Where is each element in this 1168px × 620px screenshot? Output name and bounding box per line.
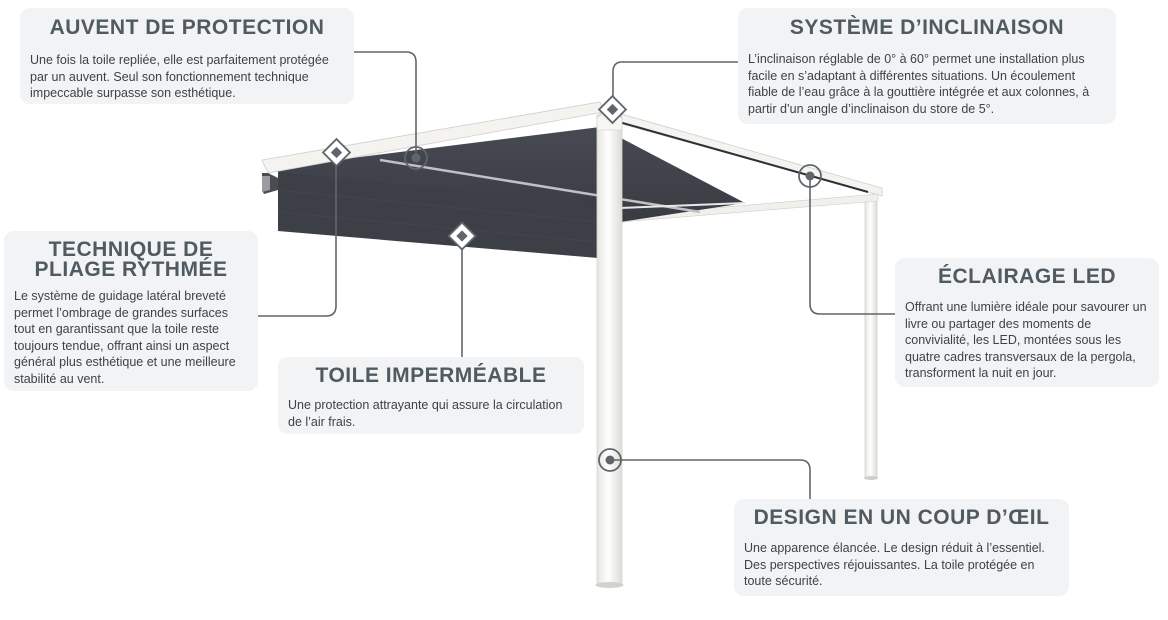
callout-pliage-text: Le système de guidage latéral breveté pe… (14, 289, 236, 386)
callout-design: DESIGN EN UN COUP D’ŒIL Une apparence él… (734, 499, 1069, 596)
callout-pliage-title: TECHNIQUE DE PLIAGE RYTHMÉE (34, 238, 228, 281)
callout-design-title: DESIGN EN UN COUP D’ŒIL (753, 506, 1050, 529)
marker-led-icon (798, 164, 822, 188)
marker-inclinaison-icon (597, 94, 628, 125)
connector-inclinaison (612, 61, 738, 110)
callout-inclinaison: SYSTÈME D’INCLINAISON L’inclinaison régl… (738, 8, 1116, 124)
front-post (595, 107, 624, 588)
callout-auvent: AUVENT DE PROTECTION Une fois la toile r… (20, 8, 354, 104)
fabric-valance (278, 172, 598, 258)
connector-led (809, 176, 895, 315)
marker-design-icon (598, 448, 622, 472)
connector-pliage (258, 152, 337, 317)
callout-auvent-title: AUVENT DE PROTECTION (49, 16, 325, 39)
callout-inclinaison-text: L’inclinaison réglable de 0° à 60° perme… (748, 52, 1090, 116)
awning-fabric (272, 127, 745, 232)
connector-auvent (354, 51, 417, 158)
callout-inclinaison-title: SYSTÈME D’INCLINAISON (789, 16, 1065, 39)
marker-pliage-icon (321, 137, 352, 168)
callout-led-title: ÉCLAIRAGE LED (937, 265, 1116, 288)
callout-toile-text: Une protection attrayante qui assure la … (288, 398, 563, 429)
callout-toile: TOILE IMPERMÉABLE Une protection attraya… (278, 357, 584, 434)
callout-auvent-text: Une fois la toile repliée, elle est parf… (30, 53, 329, 100)
connector-design (610, 459, 811, 499)
callout-pliage: TECHNIQUE DE PLIAGE RYTHMÉE Le système d… (4, 231, 258, 391)
callout-toile-title: TOILE IMPERMÉABLE (315, 364, 547, 387)
marker-auvent-icon (404, 146, 428, 170)
callout-connectors (258, 51, 895, 499)
back-post (864, 197, 878, 480)
callout-design-text: Une apparence élancée. Le design réduit … (744, 541, 1045, 588)
marker-toile-icon (447, 221, 477, 251)
callout-led: ÉCLAIRAGE LED Offrant une lumière idéale… (895, 258, 1159, 387)
callout-led-text: Offrant une lumière idéale pour savourer… (905, 300, 1147, 380)
